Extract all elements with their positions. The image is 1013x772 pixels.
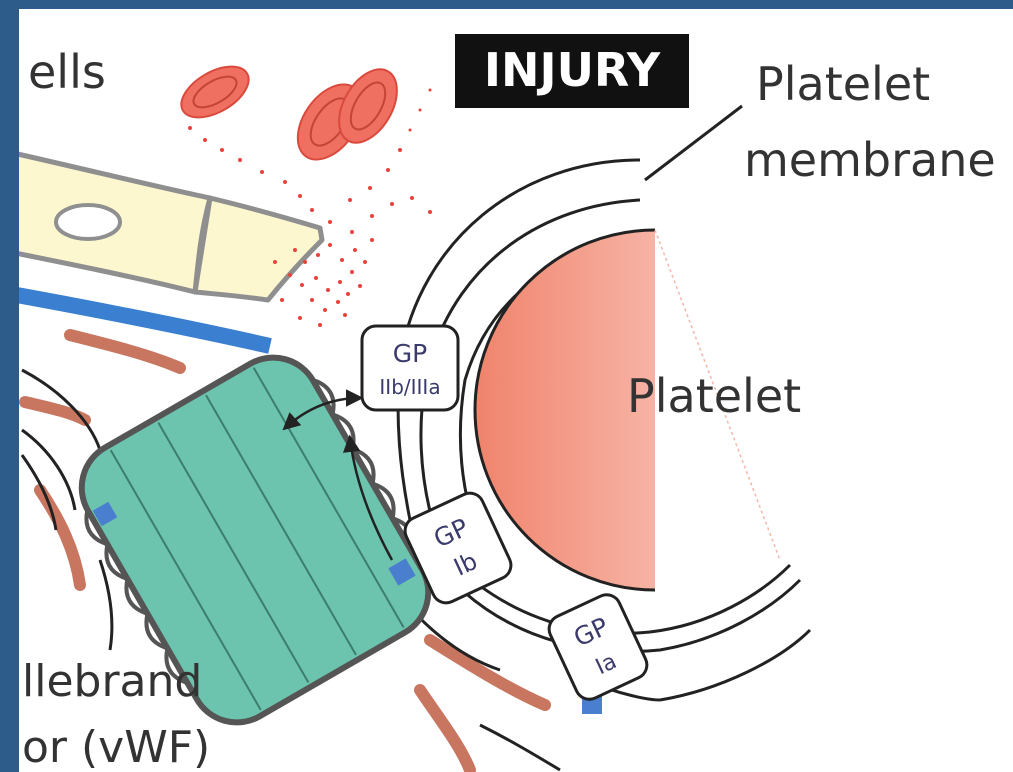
endothelial-cells [0,150,322,300]
vwf-label-line2: or (vWF) [22,722,210,772]
red-blood-cells [173,56,409,171]
gp-iib-iiia-line2: IIb/IIIa [379,375,440,399]
cells-label: ells [28,45,106,99]
platelet-label: Platelet [627,369,801,423]
injury-badge: INJURY [455,34,689,108]
receptor-gp-ia: GP Ia [545,590,652,704]
platelet-membrane-label-line1: Platelet [756,57,930,111]
membrane-leader-line [645,106,742,180]
frame-left-border [0,0,19,772]
vwf-label-line1: llebrand [22,656,202,707]
cell-nucleus [56,205,120,239]
receptor-gp-iib-iiia: GP IIb/IIIa [362,326,458,410]
gp-iib-iiia-line1: GP [393,339,427,368]
injury-label: INJURY [484,43,661,97]
basement-membrane [0,292,270,346]
platelet-membrane-label-line2: membrane [744,133,996,187]
